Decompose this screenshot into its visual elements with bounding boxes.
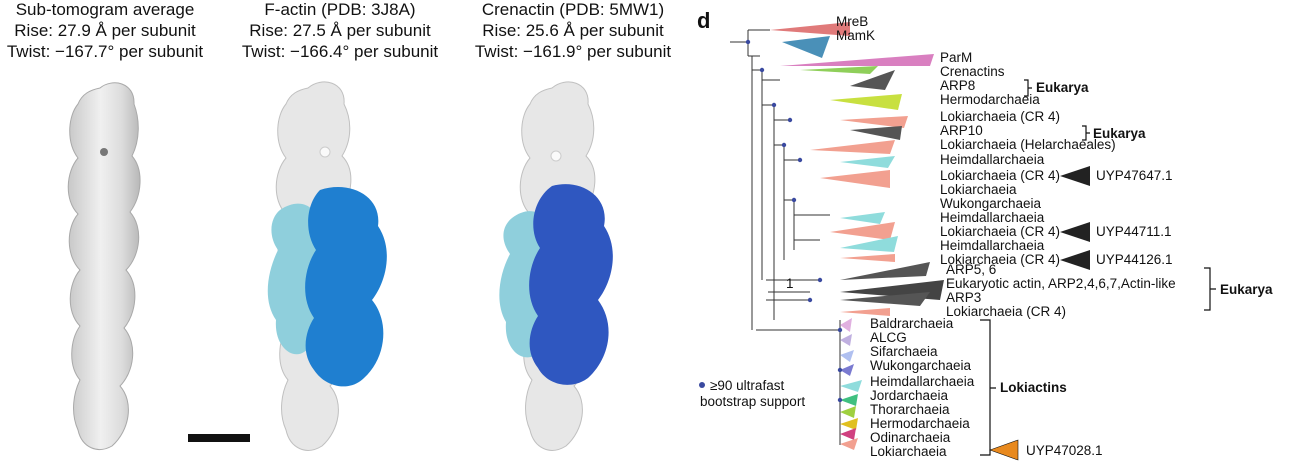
- taxon-label: Wukongarchaeia: [870, 358, 972, 373]
- group-label-eukarya: Eukarya: [1220, 282, 1273, 297]
- taxon-label: ALCG: [870, 330, 907, 345]
- legend-text-line-1: ≥90 ultrafast: [710, 378, 784, 393]
- twist-text: Twist: −166.4° per subunit: [241, 42, 439, 61]
- taxon-label: MreB: [836, 14, 868, 29]
- crenactin-dark-strand: [529, 184, 613, 385]
- taxon-label: Wukongarchaeia: [940, 196, 1042, 211]
- marker-label: UYP47647.1: [1096, 168, 1173, 183]
- taxon-label: Heimdallarchaeia: [940, 210, 1045, 225]
- column-title: Sub-tomogram average: [15, 0, 195, 19]
- factin-dark-strand: [305, 187, 387, 387]
- lokiactin-fan: [840, 318, 862, 450]
- taxon-label: ARP10: [940, 123, 983, 138]
- taxon-label: Eukaryotic actin, ARP2,4,6,7,Actin-like: [946, 276, 1176, 291]
- rise-text: Rise: 25.6 Å per subunit: [482, 21, 664, 40]
- column-crenactin: Crenactin (PDB: 5MW1) Rise: 25.6 Å per s…: [468, 0, 678, 62]
- column-subtomogram: Sub-tomogram average Rise: 27.9 Å per su…: [0, 0, 210, 62]
- subtomogram-density: [67, 82, 141, 450]
- taxon-label: Thorarchaeia: [870, 402, 950, 417]
- group-brackets: [980, 79, 1216, 456]
- taxon-label: Heimdallarchaeia: [940, 238, 1045, 253]
- taxon-label: Hermodarchaeia: [870, 416, 970, 431]
- taxon-label: ParM: [940, 50, 972, 65]
- factin-light-strand: [267, 203, 324, 355]
- group-label-lokiactins: Lokiactins: [1000, 380, 1067, 395]
- taxon-label: ARP8: [940, 78, 975, 93]
- taxon-label: Lokiarchaeia (Helarchaeales): [940, 137, 1116, 152]
- taxon-label: Lokiarchaeia (CR 4): [940, 224, 1060, 239]
- taxon-label: Sifarchaeia: [870, 344, 938, 359]
- taxon-label: ARP5, 6: [946, 262, 996, 277]
- phylogenetic-tree: 1 ≥90 ultrafast bootstrap support MreB M…: [699, 14, 1273, 461]
- taxon-label: Hermodarchaeia: [940, 92, 1040, 107]
- taxon-label: Lokiarchaeia: [940, 182, 1017, 197]
- taxon-label: Baldrarchaeia: [870, 316, 954, 331]
- taxon-label: Lokiarchaeia (CR 4): [946, 304, 1066, 319]
- marker-arrow-icon: [989, 439, 1019, 461]
- legend-text-line-2: bootstrap support: [700, 394, 805, 409]
- group-label-eukarya: Eukarya: [1036, 80, 1089, 95]
- rise-text: Rise: 27.5 Å per subunit: [249, 21, 431, 40]
- rise-text: Rise: 27.9 Å per subunit: [14, 21, 196, 40]
- taxon-label: Jordarchaeia: [870, 388, 949, 403]
- density-maps: [67, 81, 613, 451]
- taxon-label: Lokiarchaeia: [870, 444, 947, 459]
- column-factin: F-actin (PDB: 3J8A) Rise: 27.5 Å per sub…: [225, 0, 455, 62]
- twist-text: Twist: −167.7° per subunit: [6, 42, 204, 61]
- taxon-label: Heimdallarchaeia: [870, 374, 975, 389]
- taxon-label: ARP3: [946, 290, 981, 305]
- marker-label: UYP47028.1: [1026, 443, 1103, 458]
- taxon-label: Odinarchaeia: [870, 430, 951, 445]
- marker-arrow-icon: [1060, 222, 1090, 242]
- taxa-labels: MreB MamK ParM Crenactins ARP8 Hermodarc…: [836, 14, 1176, 459]
- clade-triangles: [770, 22, 944, 316]
- marker-arrows: UYP47647.1 UYP44711.1 UYP44126.1 UYP4702…: [989, 166, 1173, 461]
- twist-text: Twist: −161.9° per subunit: [474, 42, 672, 61]
- panel-letter-d: d: [697, 8, 711, 33]
- group-label-eukarya: Eukarya: [1093, 126, 1146, 141]
- taxon-label: MamK: [836, 28, 875, 43]
- tree-scale-label: 1: [786, 276, 794, 291]
- marker-arrow-icon: [1060, 250, 1090, 270]
- column-title: Crenactin (PDB: 5MW1): [481, 0, 665, 19]
- taxon-label: Crenactins: [940, 64, 1005, 79]
- marker-label: UYP44711.1: [1096, 224, 1172, 239]
- taxon-label: Lokiarchaeia (CR 4): [940, 252, 1060, 267]
- tree-branches: [730, 29, 841, 445]
- column-title: F-actin (PDB: 3J8A): [264, 0, 416, 19]
- panel-c-density-maps: Sub-tomogram average Rise: 27.9 Å per su…: [0, 0, 678, 451]
- taxon-label: Lokiarchaeia (CR 4): [940, 109, 1060, 124]
- bootstrap-dots: [745, 39, 843, 403]
- marker-arrow-icon: [1060, 166, 1090, 186]
- marker-label: UYP44126.1: [1096, 252, 1173, 267]
- density-hole: [100, 148, 108, 156]
- taxon-label: Heimdallarchaeia: [940, 152, 1045, 167]
- scale-bar: [188, 434, 250, 442]
- legend-bootstrap-dot: [699, 382, 705, 388]
- taxon-label: Lokiarchaeia (CR 4): [940, 168, 1060, 183]
